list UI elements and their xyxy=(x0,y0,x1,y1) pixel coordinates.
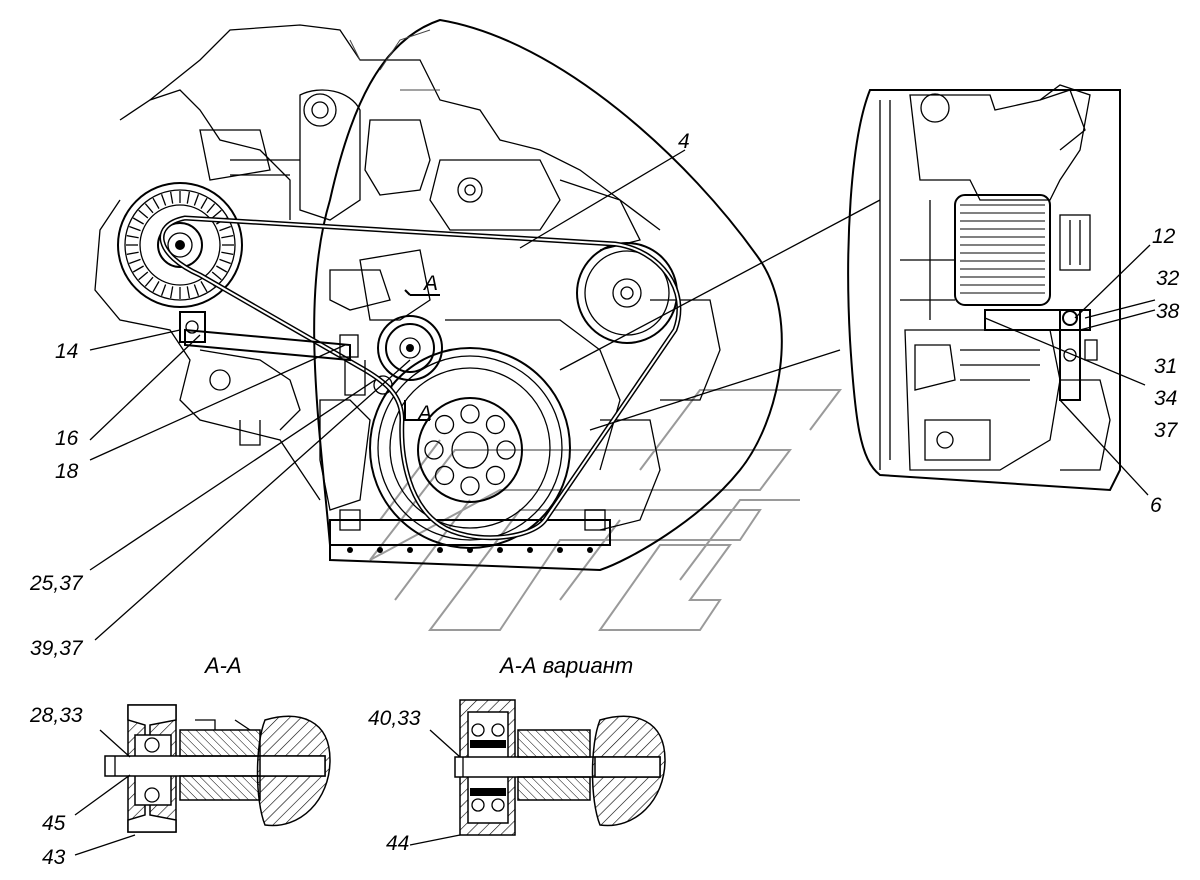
callout-37: 37 xyxy=(1154,419,1179,442)
callout-38: 38 xyxy=(1156,300,1180,323)
alternator-fin xyxy=(132,265,144,273)
section-marker-lower: А xyxy=(404,400,432,425)
callout-40-33: 40,33 xyxy=(368,707,421,730)
alternator-fin xyxy=(193,194,200,206)
section-title-a-a: А-А xyxy=(203,653,242,678)
alternator-fin xyxy=(221,251,234,256)
alternator-fin xyxy=(144,203,154,214)
alternator-fin xyxy=(186,286,191,299)
callout-39-37: 39,37 xyxy=(30,637,84,660)
alternator-fin xyxy=(193,284,200,296)
callout-6: 6 xyxy=(1150,494,1162,517)
alternator-fin xyxy=(160,284,167,296)
alternator-fin xyxy=(126,234,139,239)
callout-44: 44 xyxy=(386,832,409,855)
adjusting-bar xyxy=(179,311,366,396)
alternator-fin xyxy=(169,286,174,299)
crankshaft-bolt xyxy=(496,440,516,460)
svg-text:А: А xyxy=(422,272,438,295)
callout-14: 14 xyxy=(55,340,78,363)
alternator-fin xyxy=(221,234,234,239)
callout-43: 43 xyxy=(42,846,66,869)
alternator-fin xyxy=(219,225,231,232)
section-title-a-a-variant: А-А вариант xyxy=(498,653,633,678)
alternator xyxy=(117,182,243,308)
water-pump-pulley xyxy=(576,242,678,344)
callout-45: 45 xyxy=(42,812,66,835)
alternator-fin xyxy=(186,191,191,204)
alternator-fin xyxy=(129,225,141,232)
engine-front-view xyxy=(94,18,783,572)
callout-32: 32 xyxy=(1156,267,1180,290)
callout-18: 18 xyxy=(55,460,79,483)
callout-25-37: 25,37 xyxy=(29,572,84,595)
alternator-fin xyxy=(132,217,144,225)
callout-34: 34 xyxy=(1154,387,1177,410)
alternator-fin xyxy=(169,191,174,204)
alternator-fin xyxy=(144,276,154,287)
alternator-fin xyxy=(216,265,228,273)
callout-4: 4 xyxy=(678,130,690,153)
alternator-fin xyxy=(219,258,231,265)
crankshaft-bolt xyxy=(434,465,455,486)
alternator-fin xyxy=(211,271,222,281)
section-marker-upper: А xyxy=(404,272,440,296)
callout-16: 16 xyxy=(55,427,79,450)
callout-31: 31 xyxy=(1154,355,1177,378)
alternator-fin xyxy=(200,281,208,293)
crankshaft-pulley xyxy=(369,347,571,549)
crankshaft-bolt xyxy=(460,476,480,496)
alternator-fin xyxy=(129,258,141,265)
callout-labels: 4 14 16 18 25,37 39,37 12 32 38 31 34 37… xyxy=(29,130,1180,869)
side-view xyxy=(847,84,1121,492)
alternator-fin xyxy=(138,271,149,281)
section-a-a-variant xyxy=(454,699,666,836)
alternator-fin xyxy=(152,281,160,293)
alternator-fin xyxy=(206,203,216,214)
alternator-fin xyxy=(211,209,222,219)
callout-12: 12 xyxy=(1152,225,1176,248)
callout-28-33: 28,33 xyxy=(29,704,83,727)
section-a-a xyxy=(104,704,331,833)
alternator-fin xyxy=(126,251,139,256)
crankshaft-bolt xyxy=(485,414,506,435)
alternator-fin xyxy=(200,197,208,209)
crankshaft-bolt xyxy=(460,404,480,424)
drive-belt xyxy=(159,215,682,541)
crankshaft-bolt xyxy=(434,414,455,435)
leader-lines xyxy=(74,149,1156,856)
tensioner-pulley xyxy=(373,315,443,395)
alternator-fin xyxy=(138,209,149,219)
crankshaft-bolt xyxy=(485,465,506,486)
crankshaft-bolt xyxy=(424,440,444,460)
svg-text:А: А xyxy=(416,402,432,425)
alternator-fin xyxy=(152,197,160,209)
alternator-fin xyxy=(160,194,167,206)
